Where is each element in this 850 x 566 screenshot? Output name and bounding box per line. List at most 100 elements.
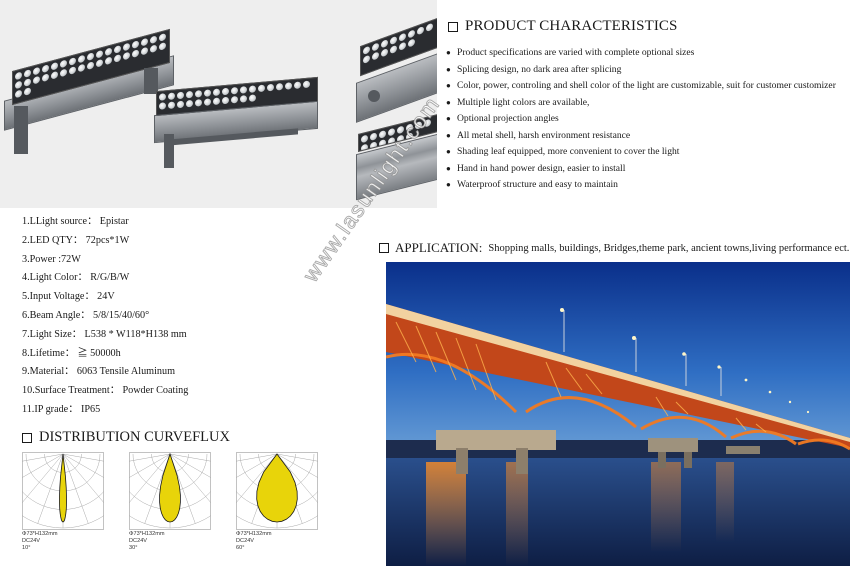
- curve-voltage: DC24V: [129, 538, 148, 545]
- led-icon: [381, 39, 388, 49]
- led-icon: [150, 35, 157, 45]
- distribution-curve-60: Φ73*H132mm DC24V 60°: [236, 452, 318, 553]
- bullet-icon: ●: [446, 48, 451, 57]
- grid-spoke: [22, 453, 64, 504]
- bullet-icon: ●: [446, 81, 451, 90]
- polar-diagram: [236, 452, 318, 530]
- led-icon: [390, 35, 397, 46]
- led-icon: [186, 99, 193, 108]
- led-icon: [24, 87, 31, 96]
- led-icon: [24, 69, 31, 78]
- led-icon: [372, 51, 379, 61]
- list-item: ●Color, power, controling and shell colo…: [446, 78, 836, 95]
- polar-diagram: [129, 452, 211, 530]
- curve-size: Φ73*H132mm: [236, 531, 272, 537]
- spec-power: 3.Power :72W: [22, 253, 81, 265]
- distribution-curve-30: Φ73*H132mm DC24V 30°: [129, 452, 211, 553]
- bullet-icon: ●: [446, 64, 451, 74]
- led-icon: [294, 81, 301, 90]
- led-icon: [42, 73, 49, 83]
- list-item: ●Splicing design, no dark area after spl…: [446, 62, 836, 79]
- distribution-heading: DISTRIBUTION CURVEFLUX: [22, 429, 230, 446]
- grid-spoke: [236, 453, 278, 462]
- curve-angle: 10°: [22, 545, 31, 552]
- led-icon: [363, 45, 370, 56]
- curve-size: Φ73*H132mm: [129, 531, 165, 537]
- list-item: ●Shading leaf equipped, more convenient …: [446, 144, 836, 161]
- led-icon: [186, 90, 193, 99]
- spec-light-size: 7.Light Size： L538 * W118*H138 mm: [22, 328, 187, 340]
- grid-spoke: [62, 453, 104, 478]
- led-icon: [408, 29, 415, 39]
- led-icon: [51, 70, 58, 80]
- led-icon: [33, 66, 40, 76]
- curve-angle: 60°: [236, 545, 245, 552]
- led-icon: [258, 84, 265, 93]
- led-icon: [379, 129, 386, 139]
- led-icon: [417, 25, 424, 36]
- led-icon: [141, 37, 148, 47]
- beam-lobe: [59, 453, 67, 523]
- checkbox-icon: [22, 432, 32, 443]
- bullet-icon: ●: [446, 163, 451, 173]
- specification-list: 1.LLight source： Epistar 2.LED QTY： 72pc…: [22, 213, 188, 420]
- led-icon: [361, 134, 368, 144]
- spec-ip-grade: 11.IP grade： IP65: [22, 403, 101, 415]
- led-icon: [159, 93, 166, 101]
- led-icon: [168, 92, 175, 101]
- led-icon: [78, 54, 85, 64]
- curve-angle: 30°: [129, 545, 138, 552]
- grid-spoke: [169, 453, 211, 462]
- led-icon: [213, 88, 220, 97]
- distribution-curve-10: Φ73*H132mm DC24V 10°: [22, 452, 104, 553]
- led-icon: [33, 75, 40, 85]
- led-icon: [204, 98, 211, 106]
- spec-light-source: 1.LLight source： Epistar: [22, 216, 129, 227]
- led-icon: [96, 58, 103, 68]
- led-icon: [426, 22, 433, 33]
- grid-spoke: [276, 453, 318, 462]
- spec-surface-treatment: 10.Surface Treatment： Powder Coating: [22, 385, 189, 397]
- beam-lobe: [256, 453, 298, 523]
- led-icon: [132, 49, 139, 59]
- led-icon: [78, 63, 85, 73]
- spec-beam-angle: 6.Beam Angle： 5/8/15/40/60°: [22, 309, 150, 321]
- bullet-icon: ●: [446, 114, 451, 123]
- led-icon: [105, 56, 112, 66]
- grid-spoke: [22, 453, 64, 462]
- led-icon: [105, 47, 112, 57]
- led-icon: [159, 32, 166, 42]
- list-item: ●Optional projection angles: [446, 111, 836, 128]
- application-label: APPLICATION:: [395, 240, 483, 255]
- led-icon: [381, 48, 388, 58]
- led-icon: [240, 86, 247, 94]
- led-icon: [60, 59, 67, 69]
- grid-spoke: [62, 453, 104, 462]
- characteristics-heading: PRODUCT CHARACTERISTICS: [448, 18, 677, 35]
- led-icon: [123, 51, 130, 61]
- led-icon: [15, 89, 22, 99]
- checkbox-icon: [379, 243, 389, 253]
- led-icon: [195, 90, 202, 98]
- application-text: Shopping malls, buildings, Bridges,theme…: [488, 242, 850, 254]
- led-icon: [141, 46, 148, 56]
- spec-material: 9.Material： 6063 Tensile Aluminum: [22, 366, 176, 378]
- led-icon: [69, 57, 76, 66]
- led-icon: [15, 80, 22, 90]
- led-icon: [69, 66, 76, 75]
- spec-led-qty: 2.LED QTY： 72pcs*1W: [22, 234, 130, 246]
- beam-lobe: [159, 452, 181, 523]
- led-icon: [213, 97, 220, 106]
- curve-voltage: DC24V: [22, 538, 41, 545]
- led-icon: [60, 68, 67, 78]
- list-item: ●All metal shell, harsh environment resi…: [446, 128, 836, 145]
- led-icon: [42, 64, 49, 74]
- led-icon: [231, 86, 238, 95]
- led-icon: [51, 61, 58, 71]
- led-icon: [177, 100, 184, 109]
- grid-spoke: [22, 453, 64, 478]
- curve-voltage: DC24V: [236, 538, 255, 545]
- led-icon: [231, 95, 238, 104]
- led-icon: [114, 44, 121, 54]
- led-icon: [132, 40, 139, 50]
